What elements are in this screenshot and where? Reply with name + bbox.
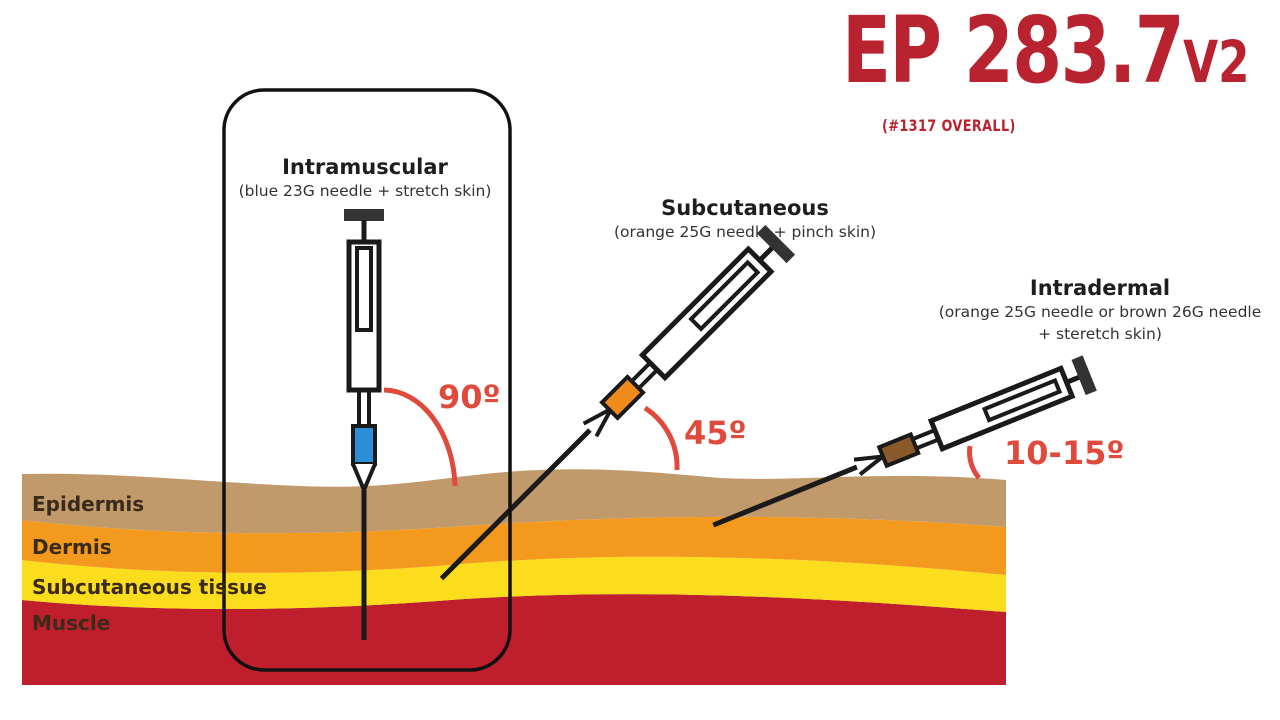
angle-label-45: 45º (684, 414, 747, 452)
intradermal-title: Intradermal (1029, 276, 1171, 300)
muscle-layer (22, 594, 1006, 685)
intramuscular-label: Intramuscular (blue 23G needle + stretch… (220, 154, 510, 202)
epidermis-layer (22, 469, 1006, 534)
intramuscular-syringe (344, 209, 384, 640)
intradermal-detail-1: (orange 25G needle or brown 26G needle (938, 303, 1262, 321)
angle-label-90: 90º (438, 378, 501, 416)
intramuscular-title: Intramuscular (282, 155, 448, 179)
angle-arc-45 (643, 405, 680, 471)
angle-arc-10-15 (967, 445, 981, 480)
layer-label-subcutaneous: Subcutaneous tissue (32, 575, 267, 599)
intradermal-needle-hub (876, 431, 921, 469)
intramuscular-highlight-box (222, 88, 512, 672)
episode-number: EP 283.7 (842, 0, 1185, 104)
layer-label-epidermis: Epidermis (32, 492, 145, 516)
subcutaneous-needle-hub (599, 374, 646, 421)
intramuscular-needle-hub (351, 424, 377, 466)
intradermal-syringe (712, 355, 1097, 528)
subcutaneous-layer (22, 556, 1006, 612)
angle-label-10-15: 10-15º (1004, 434, 1125, 472)
subcutaneous-detail: (orange 25G needle + pinch skin) (613, 223, 877, 241)
layer-label-muscle: Muscle (32, 611, 111, 635)
subcutaneous-title: Subcutaneous (661, 196, 829, 220)
angle-arc-90 (383, 387, 458, 487)
intramuscular-detail: (blue 23G needle + stretch skin) (238, 182, 492, 200)
episode-title: EP 283.7V2 (842, 0, 1250, 101)
episode-version: V2 (1183, 28, 1250, 96)
subcutaneous-label: Subcutaneous (orange 25G needle + pinch … (600, 195, 890, 243)
intradermal-detail-2: + steretch skin) (1038, 325, 1162, 343)
intradermal-label: Intradermal (orange 25G needle or brown … (930, 275, 1270, 345)
dermis-layer (22, 516, 1006, 575)
layer-label-dermis: Dermis (32, 535, 112, 559)
episode-overall: (#1317 OVERALL) (882, 116, 1016, 135)
subcutaneous-syringe (439, 224, 796, 581)
